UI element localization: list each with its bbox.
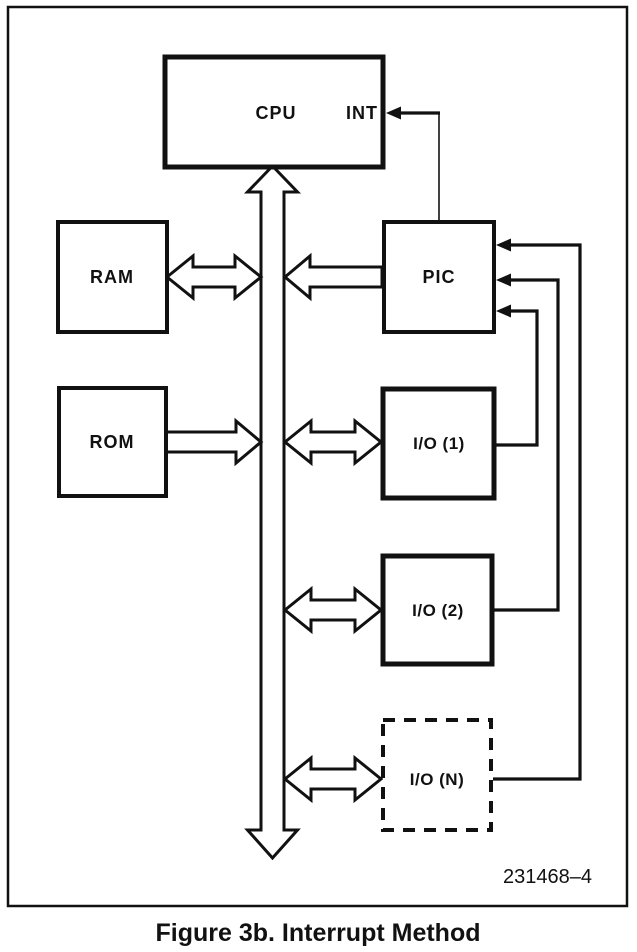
- cpu-label: CPU: [255, 103, 296, 123]
- io1-label: I/O (1): [413, 434, 465, 453]
- ram-bus-arrow: [164, 252, 264, 302]
- pic-box: [382, 220, 496, 334]
- rom-label: ROM: [90, 432, 135, 452]
- figure-caption: Figure 3b. Interrupt Method: [156, 919, 481, 947]
- pic-irq1-arrowhead: [496, 238, 511, 252]
- ion-bus-arrow: [282, 754, 384, 804]
- io1-box: [380, 386, 497, 501]
- ram-label: RAM: [90, 267, 134, 287]
- ion-box: [381, 718, 493, 832]
- io2-box: [380, 553, 495, 667]
- io2-to-pic-wire: [494, 278, 560, 612]
- part-number: 231468–4: [503, 866, 592, 888]
- ion-to-pic-wire: [493, 243, 582, 781]
- cpu-int-port-label: INT: [346, 103, 378, 123]
- cpu-box: [162, 54, 386, 170]
- io2-label: I/O (2): [412, 601, 464, 620]
- system-bus-arrow: [243, 163, 302, 861]
- pic-irq3-arrowhead: [496, 304, 511, 318]
- ion-label: I/O (N): [410, 770, 465, 789]
- io1-to-pic-wire: [496, 309, 539, 447]
- ram-box: [56, 220, 169, 334]
- rom-box: [57, 386, 168, 498]
- rom-bus-arrow: [164, 417, 264, 467]
- pic-label: PIC: [422, 267, 455, 287]
- pic-irq2-arrowhead: [496, 273, 511, 287]
- int-arrowhead: [386, 106, 401, 120]
